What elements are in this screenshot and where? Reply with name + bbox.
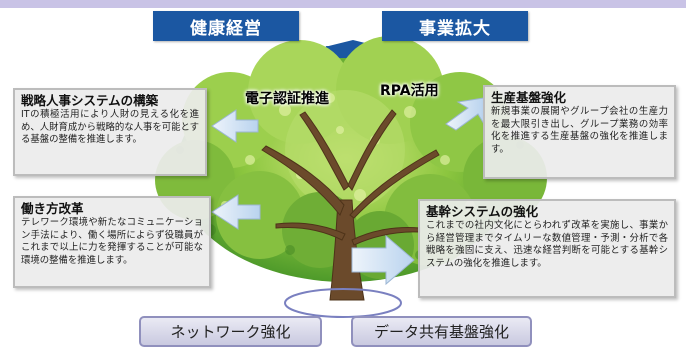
card-body: これまでの社内文化にとらわれず改革を実施し、事業から経営管理までタイムリーな数値… — [426, 220, 668, 269]
card-body: 新規事業の展開やグループ会社の生産力を最大限引き出し、グループ業務の効率化を推進… — [491, 106, 668, 155]
card-body: ITの積極活用により人財の見える化を進め、人財育成から戦略的な人事を可能とする基… — [21, 109, 199, 145]
goal-business-expansion: 事業拡大 — [382, 11, 528, 41]
tree-label-electronic-auth: 電子認証推進 — [245, 91, 329, 107]
arrow-to-hr-system — [211, 109, 259, 143]
card-strategic-hr-system: 戦略人事システムの構築 ITの積極活用により人財の見える化を進め、人財育成から戦… — [13, 88, 207, 176]
arrow-to-work-style — [211, 194, 261, 230]
top-accent-bar — [0, 0, 686, 8]
ground-ring — [284, 288, 402, 318]
card-production-base: 生産基盤強化 新規事業の展開やグループ会社の生産力を最大限引き出し、グループ業務… — [483, 85, 676, 179]
card-title: 戦略人事システムの構築 — [21, 93, 159, 108]
arrow-to-core-system — [351, 234, 415, 286]
arrow-to-production — [445, 97, 485, 131]
card-body: テレワーク環境や新たなコミュニケーション手法により、働く場所によらず役職員がこれ… — [21, 217, 203, 266]
tree-label-rpa: RPA活用 — [380, 83, 439, 99]
card-title: 働き方改革 — [21, 201, 84, 216]
card-work-style-reform: 働き方改革 テレワーク環境や新たなコミュニケーション手法により、働く場所によらず… — [13, 196, 211, 288]
card-title: 生産基盤強化 — [491, 90, 567, 105]
goal-health-management: 健康経営 — [153, 11, 299, 41]
foundation-data-sharing: データ共有基盤強化 — [351, 316, 532, 347]
card-title: 基幹システムの強化 — [426, 204, 539, 219]
foundation-network: ネットワーク強化 — [139, 316, 322, 347]
card-core-system: 基幹システムの強化 これまでの社内文化にとらわれず改革を実施し、事業から経営管理… — [418, 199, 676, 298]
tree-trunk — [261, 109, 440, 301]
